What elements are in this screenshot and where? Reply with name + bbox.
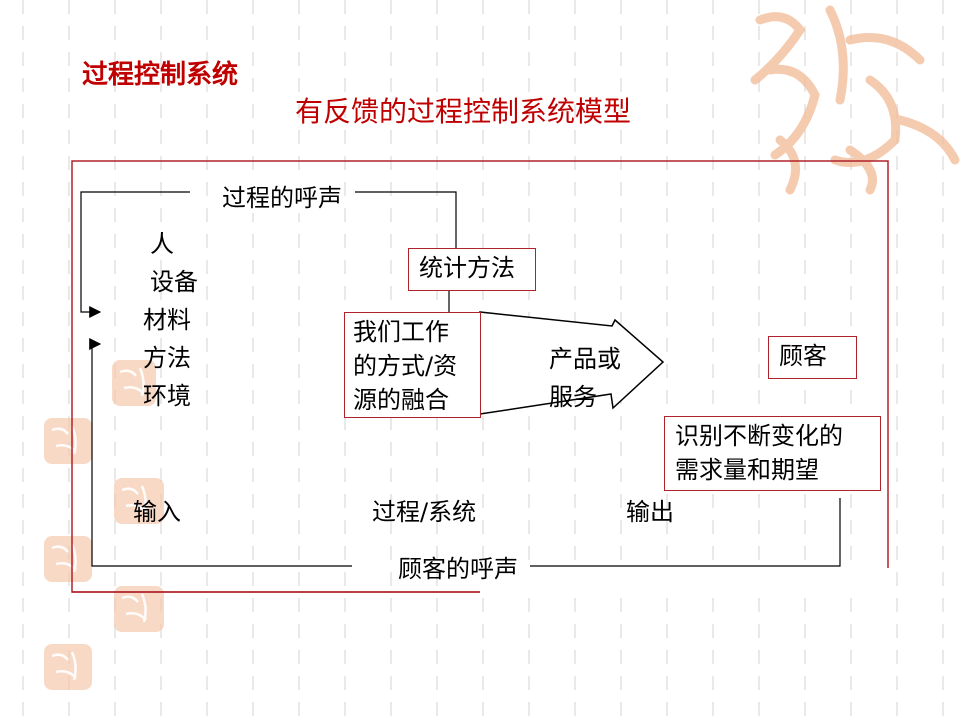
customer-voice-label: 顾客的呼声 — [398, 555, 518, 583]
process-box-line: 的方式/资 — [353, 352, 458, 380]
stage-input-label: 输入 — [133, 498, 181, 526]
needs-box-line: 识别不断变化的 — [675, 422, 843, 450]
product-service-line: 服务 — [549, 383, 597, 411]
auspicious-seal-icon — [750, 5, 960, 195]
stats-method-box: 统计方法 — [408, 248, 536, 291]
process-box-line: 源的融合 — [353, 386, 449, 414]
process-box-line: 我们工作 — [353, 318, 449, 346]
product-service-line: 产品或 — [549, 345, 621, 373]
input-item: 方法 — [143, 344, 191, 372]
needs-box: 识别不断变化的 需求量和期望 — [664, 416, 881, 491]
input-item: 环境 — [143, 382, 191, 410]
product-service-label: 产品或 服务 — [549, 340, 621, 416]
input-item: 人 — [150, 230, 174, 258]
customer-box: 顾客 — [768, 336, 857, 379]
stage-output-label: 输出 — [626, 498, 674, 526]
customer-voice-line — [530, 498, 841, 567]
customer-label: 顾客 — [779, 342, 827, 370]
needs-box-line: 需求量和期望 — [675, 456, 819, 484]
process-box: 我们工作 的方式/资 源的融合 — [344, 312, 481, 418]
process-voice-line — [80, 191, 190, 318]
page-title: 过程控制系统 — [82, 60, 239, 90]
input-item: 材料 — [143, 306, 191, 334]
diagram-title: 有反馈的过程控制系统模型 — [295, 95, 632, 128]
stats-method-label: 统计方法 — [419, 254, 515, 282]
process-voice-label: 过程的呼声 — [220, 178, 344, 213]
input-item: 设备 — [150, 268, 198, 296]
product-arrow — [479, 311, 665, 415]
stage-process-label: 过程/系统 — [372, 498, 477, 526]
